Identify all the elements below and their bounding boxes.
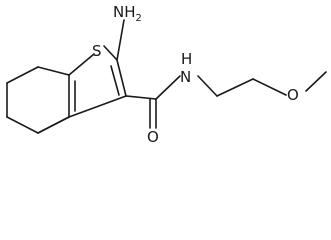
bond-thio-c2-c3-double — [110, 65, 120, 96]
bond-ring-c5-c4 — [6, 116, 39, 134]
bond-n-ch2 — [197, 75, 218, 97]
atom-sulfur: S — [92, 42, 102, 60]
bond-ring-c7a-c7 — [37, 66, 70, 76]
molecule-diagram: S NH2 N H O O — [6, 3, 327, 144]
atom-amino-subscript: 2 — [136, 13, 142, 24]
atom-amino-nitrogen: NH2 — [113, 3, 142, 24]
atom-ether-oxygen: O — [287, 86, 299, 104]
bond-ch2-o — [252, 78, 287, 96]
atom-carbonyl-oxygen: O — [147, 128, 159, 144]
bond-ring-c7-c6 — [6, 66, 39, 84]
bond-carbonyl-n — [155, 75, 181, 100]
bond-ring-c3a-c4 — [37, 116, 70, 134]
bond-c3-carbonyl — [125, 95, 157, 100]
atom-amide-hydrogen: H — [181, 50, 192, 68]
atom-amide-nitrogen: N — [180, 68, 191, 86]
bond-o-ch3 — [305, 71, 327, 92]
bond-thio-c2-c3 — [116, 59, 127, 97]
atom-amino-nh: NH — [113, 3, 136, 21]
bond-thio-s-c2 — [103, 45, 118, 61]
bond-thio-c7a-s — [68, 53, 95, 76]
bond-c2-nh2 — [116, 19, 125, 61]
bond-ch2-ch2 — [216, 78, 254, 97]
bond-thio-c3-c3a — [68, 95, 127, 118]
